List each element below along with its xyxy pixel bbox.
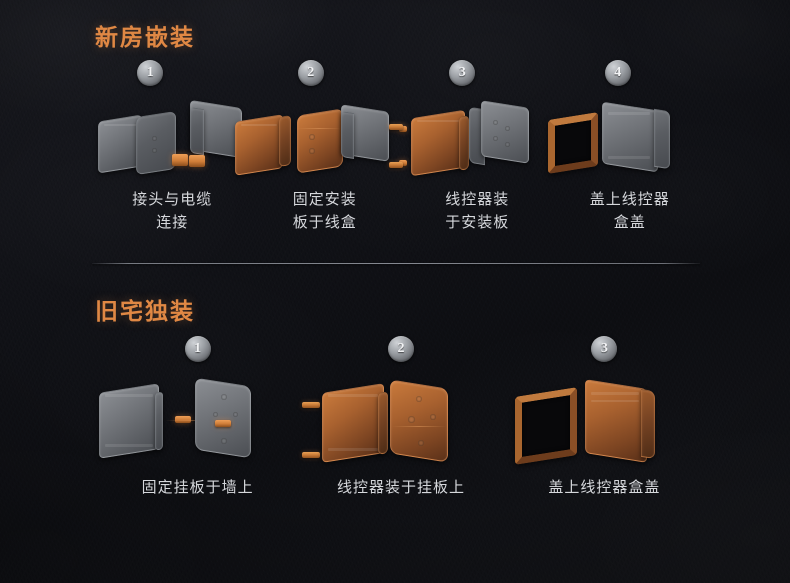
step-item: 3 线控器装 于安装板 — [389, 60, 554, 231]
step-illustration-controller-on-plate — [389, 88, 553, 182]
screw-bottom — [301, 452, 320, 458]
section-title-old-house: 旧宅独装 — [95, 298, 195, 324]
step-caption: 接头与电缆 连接 — [132, 191, 213, 231]
step-caption: 盖上线控器盒盖 — [548, 479, 661, 496]
step-item: 1 固定挂板于墙上 — [96, 336, 299, 496]
screw-top — [389, 124, 404, 130]
steps-row-new-house: 1 接头与电缆 连接 2 — [96, 60, 707, 231]
step-illustration-wall-plate-fix — [98, 364, 293, 476]
step-illustration-mount-plate-box — [234, 88, 407, 182]
step-number-badge: 2 — [297, 60, 324, 86]
step-number-badge: 3 — [591, 336, 618, 362]
step-number-badge: 3 — [449, 60, 476, 86]
step-illustration-cover-frame-on-controller — [509, 364, 699, 476]
step-illustration-connector-cable — [96, 88, 248, 182]
step-item: 3 盖上线控器盒盖 — [503, 336, 706, 496]
cable-connector-right — [189, 155, 206, 167]
step-item: 2 线控器装于挂板上 — [299, 336, 502, 496]
cover-frame — [515, 387, 578, 465]
screw-top — [301, 402, 320, 408]
section-divider — [92, 263, 700, 264]
step-caption: 线控器装于挂板上 — [336, 479, 465, 496]
screw-bottom — [389, 162, 404, 168]
step-caption: 线控器装 于安装板 — [445, 191, 510, 231]
section-title-new-house: 新房嵌装 — [95, 24, 195, 50]
cable-connector-left — [172, 154, 189, 166]
step-illustration-cover-on-controller — [547, 88, 706, 182]
step-number-badge: 4 — [604, 60, 631, 86]
step-item: 4 盖上线控器 盒盖 — [547, 60, 707, 231]
cover-frame — [547, 112, 598, 174]
step-illustration-controller-on-wall-plate — [301, 364, 496, 476]
step-caption: 盖上线控器 盒盖 — [589, 191, 670, 231]
step-number-badge: 1 — [137, 60, 164, 86]
step-caption: 固定安装 板于线盒 — [292, 191, 357, 231]
step-caption: 固定挂板于墙上 — [141, 479, 254, 496]
wall-screw — [174, 416, 191, 423]
step-item: 2 固定安装 板于线盒 — [234, 60, 407, 231]
step-item: 1 接头与电缆 连接 — [96, 60, 249, 231]
step-number-badge: 1 — [184, 336, 211, 362]
steps-row-old-house: 1 固定挂板于墙上 2 — [96, 336, 706, 496]
step-number-badge: 2 — [387, 336, 414, 362]
